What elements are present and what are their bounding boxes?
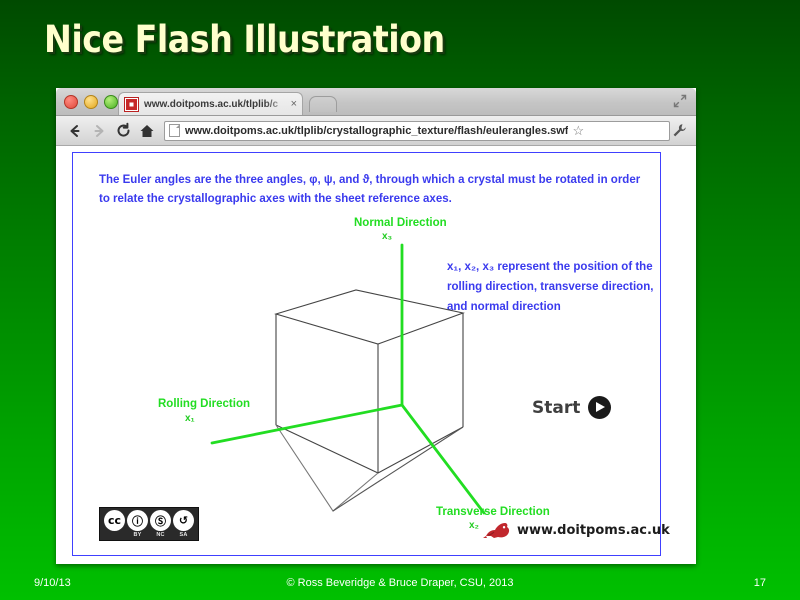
axis-tag-x3: x₃ [382,231,393,242]
window-controls [64,95,118,109]
cc-nc-icon: Ⓢ NC [150,510,171,538]
cc-sa-glyph: ↺ [173,510,194,531]
axis-lines [210,243,486,515]
axis-rolling [210,403,404,445]
start-button-label: Start [532,397,581,418]
cc-by-icon: ⓘ BY [127,510,148,538]
flash-illustration[interactable]: The Euler angles are the three angles, φ… [72,152,670,556]
axis-explanation: x₁, x₂, x₃ represent the position of the… [447,261,654,313]
cc-nc-glyph: Ⓢ [150,510,171,531]
close-window-button[interactable] [64,95,78,109]
zoom-window-button[interactable] [104,95,118,109]
axis-tag-x1: x₁ [185,413,195,424]
page-viewport: The Euler angles are the three angles, φ… [56,146,696,563]
new-tab-button[interactable] [309,96,337,112]
cc-nc-label: NC [156,532,165,538]
cc-sa-icon: ↺ SA [173,510,194,538]
cc-by-label: BY [133,532,142,538]
cc-sa-label: SA [179,532,188,538]
footer-copyright: © Ross Beveridge & Bruce Draper, CSU, 20… [286,577,514,589]
euler-cube-diagram [210,243,486,515]
doitpoms-dragon-icon [483,523,510,538]
footer-page-number: 17 [753,577,766,589]
url-text: www.doitpoms.ac.uk/tlplib/crystallograph… [185,124,569,137]
cc-by-glyph: ⓘ [127,510,148,531]
play-icon[interactable] [588,396,612,419]
back-arrow-icon[interactable] [64,120,86,142]
expand-arrows-icon[interactable] [673,94,687,108]
start-button[interactable]: Start [532,396,612,419]
browser-tab[interactable]: www.doitpoms.ac.uk/tlplib/c × [118,92,303,115]
cc-glyph: cc [104,510,125,531]
doitpoms-logo[interactable]: www.doitpoms.ac.uk [482,519,670,541]
browser-window: www.doitpoms.ac.uk/tlplib/c × [56,88,696,564]
footer-date: 9/10/13 [34,577,71,589]
tab-title: www.doitpoms.ac.uk/tlplib/c [144,98,279,110]
axis-tag-x2: x₂ [469,520,480,531]
axis-transverse [400,403,486,515]
forward-arrow-icon[interactable] [88,120,110,142]
cube-wireframe [274,289,465,512]
doitpoms-url-text: www.doitpoms.ac.uk [517,522,670,538]
close-icon[interactable]: × [290,97,297,110]
home-icon[interactable] [136,120,158,142]
label-normal-direction: Normal Direction [354,217,447,229]
cc-sub-blank [114,532,116,538]
page-icon [169,124,180,137]
page-title: Nice Flash Illustration [44,18,445,61]
slide-footer: 9/10/13 © Ross Beveridge & Bruce Draper,… [0,566,800,600]
label-transverse-direction: Transverse Direction [436,506,550,518]
cc-icon: cc [104,510,125,538]
wrench-icon[interactable] [670,122,688,140]
url-bar[interactable]: www.doitpoms.ac.uk/tlplib/crystallograph… [164,120,670,141]
browser-navbar: www.doitpoms.ac.uk/tlplib/crystallograph… [56,116,696,146]
label-rolling-direction: Rolling Direction [158,398,250,410]
intro-paragraph: The Euler angles are the three angles, φ… [99,174,641,205]
star-icon[interactable]: ☆ [572,123,585,138]
creative-commons-badge[interactable]: cc ⓘ BY Ⓢ NC ↺ SA [99,507,199,541]
cambridge-shield-icon [124,96,139,112]
browser-titlebar: www.doitpoms.ac.uk/tlplib/c × [56,88,696,116]
minimize-window-button[interactable] [84,95,98,109]
reload-icon[interactable] [112,120,134,142]
